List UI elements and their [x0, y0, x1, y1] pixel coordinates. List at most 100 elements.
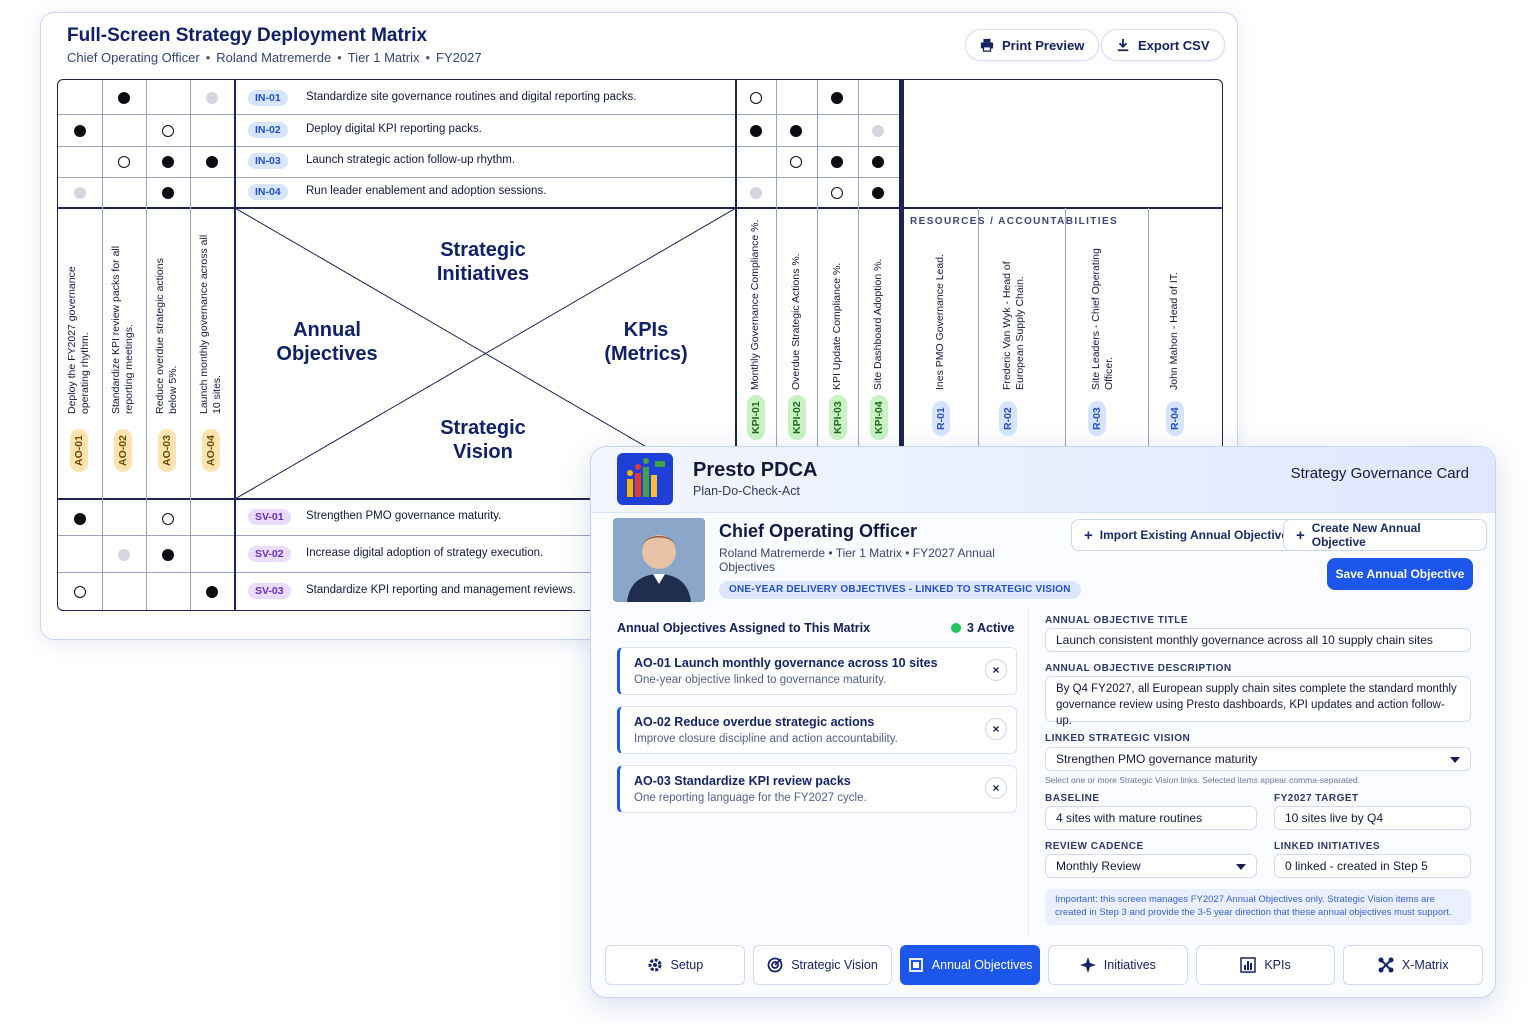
subtitle-separator: •	[337, 50, 342, 65]
nav-setup-label: Setup	[670, 958, 704, 972]
resource-tag: R-04	[1166, 401, 1184, 436]
profile-subtitle: Roland Matremerde • Tier 1 Matrix • FY20…	[719, 546, 995, 574]
avatar	[613, 518, 705, 602]
nav-annual-objectives-label: Annual Objectives	[931, 958, 1033, 972]
nav-annual-objectives[interactable]: Annual Objectives	[900, 945, 1041, 985]
vision-hint: Select one or more Strategic Vision link…	[1045, 775, 1360, 785]
create-objective-button[interactable]: + Create New Annual Objective	[1283, 519, 1487, 551]
remove-objective-icon[interactable]: ×	[985, 777, 1007, 799]
objective-text: Standardize KPI review packs for all rep…	[110, 245, 135, 414]
nav-x-matrix[interactable]: X-Matrix	[1343, 945, 1484, 985]
vision-text: Increase digital adoption of strategy ex…	[306, 547, 544, 559]
objectives-badge: ONE-YEAR DELIVERY OBJECTIVES - LINKED TO…	[719, 581, 1081, 599]
nav-x-matrix-label: X-Matrix	[1401, 958, 1449, 972]
objective-text: Deploy the FY2027 governance operating r…	[66, 266, 91, 414]
import-objective-label: Import Existing Annual Objective	[1099, 528, 1289, 542]
linked-vision-select[interactable]: Strengthen PMO governance maturity	[1045, 747, 1471, 771]
matrix-subtitle: Chief Operating Officer • Roland Matreme…	[67, 50, 482, 65]
vision-text: Strengthen PMO governance maturity.	[306, 510, 502, 522]
subtitle-year: FY2027	[436, 50, 482, 65]
save-objective-button[interactable]: Save Annual Objective	[1327, 558, 1473, 590]
objective-item-desc: One-year objective linked to governance …	[634, 674, 887, 686]
print-preview-button[interactable]: Print Preview	[965, 29, 1100, 61]
active-count-label: 3 Active	[967, 621, 1015, 635]
correlation-strong	[750, 125, 762, 137]
gear-icon	[648, 958, 661, 972]
cadence-field-label: REVIEW CADENCE	[1045, 841, 1144, 852]
quadrant-initiatives-label: Strategic Initiatives	[436, 239, 530, 285]
strategy-governance-card: Presto PDCA Plan-Do-Check-Act Strategy G…	[590, 446, 1496, 998]
nav-strategic-vision[interactable]: Strategic Vision	[752, 945, 893, 985]
brand-name: Presto PDCA	[693, 459, 818, 481]
initiative-text: Run leader enablement and adoption sessi…	[306, 185, 547, 197]
resource-text: Frederic Van Wyk - Head of European Supp…	[1001, 261, 1026, 390]
kpi-tag: KPI-03	[829, 395, 847, 440]
baseline-field-label: BASELINE	[1045, 793, 1100, 804]
correlation-medium	[162, 125, 174, 137]
export-csv-label: Export CSV	[1138, 37, 1210, 53]
target-field-label: FY2027 TARGET	[1274, 793, 1359, 804]
review-cadence-select[interactable]: Monthly Review	[1045, 854, 1257, 878]
matrix-title: Full-Screen Strategy Deployment Matrix	[67, 25, 428, 46]
nav-setup[interactable]: Setup	[605, 945, 745, 985]
nav-initiatives[interactable]: Initiatives	[1048, 945, 1188, 985]
correlation-strong	[831, 156, 843, 168]
baseline-input[interactable]: 4 sites with mature routines	[1045, 806, 1257, 830]
review-cadence-value: Monthly Review	[1056, 859, 1141, 873]
brand-subtitle: Plan-Do-Check-Act	[693, 484, 800, 498]
resources-heading: RESOURCES / ACCOUNTABILITIES	[910, 216, 1119, 227]
correlation-medium	[750, 92, 762, 104]
print-preview-label: Print Preview	[1002, 37, 1085, 53]
vision-tag: SV-03	[248, 583, 291, 599]
initiative-text: Launch strategic action follow-up rhythm…	[306, 154, 516, 166]
target-icon	[767, 957, 783, 973]
correlation-strong	[872, 187, 884, 199]
remove-objective-icon[interactable]: ×	[985, 718, 1007, 740]
chevron-down-icon	[1236, 864, 1246, 870]
objective-text: Launch monthly governance across all 10 …	[198, 234, 223, 414]
objective-item[interactable]: AO-01 Launch monthly governance across 1…	[617, 647, 1017, 695]
resource-tag: R-03	[1088, 401, 1106, 436]
export-csv-button[interactable]: Export CSV	[1101, 29, 1225, 61]
kpi-text: Site Dashboard Adoption %.	[872, 258, 884, 390]
objective-item[interactable]: AO-02 Reduce overdue strategic actions I…	[617, 706, 1017, 754]
profile-section: Chief Operating Officer Roland Matremerd…	[599, 515, 1487, 607]
correlation-strong	[118, 92, 130, 104]
vision-field-label: LINKED STRATEGIC VISION	[1045, 733, 1191, 744]
correlation-weak	[118, 549, 130, 561]
correlation-strong	[74, 513, 86, 525]
objective-item-title: AO-01 Launch monthly governance across 1…	[634, 656, 938, 670]
objective-item[interactable]: AO-03 Standardize KPI review packs One r…	[617, 765, 1017, 813]
quadrant-vision-label: Strategic Vision	[440, 417, 526, 463]
correlation-medium	[831, 187, 843, 199]
presto-logo-icon	[617, 453, 673, 505]
objective-form: ANNUAL OBJECTIVE TITLE Launch consistent…	[1045, 609, 1479, 934]
objective-tag: AO-01	[70, 429, 88, 472]
nav-kpis[interactable]: KPIs	[1195, 945, 1336, 985]
remove-objective-icon[interactable]: ×	[985, 659, 1007, 681]
quadrant-objectives-label: Annual Objectives	[276, 319, 378, 365]
linked-initiatives-label: LINKED INITIATIVES	[1274, 841, 1381, 852]
download-icon	[1117, 38, 1129, 52]
initiative-tag: IN-01	[248, 90, 288, 106]
correlation-strong	[831, 92, 843, 104]
card-kind-title: Strategy Governance Card	[1290, 465, 1469, 482]
resource-text: John Mahon - Head of IT.	[1168, 272, 1180, 390]
objective-tag: AO-03	[158, 429, 176, 472]
target-input[interactable]: 10 sites live by Q4	[1274, 806, 1471, 830]
nav-initiatives-label: Initiatives	[1103, 958, 1156, 972]
square-icon	[908, 958, 923, 972]
initiative-text: Deploy digital KPI reporting packs.	[306, 123, 482, 135]
vision-text: Standardize KPI reporting and management…	[306, 584, 576, 596]
vision-tag: SV-01	[248, 509, 291, 525]
correlation-strong	[162, 549, 174, 561]
sparkle-icon	[1079, 957, 1096, 973]
linked-initiatives-field[interactable]: 0 linked - created in Step 5	[1274, 854, 1471, 878]
objective-title-input[interactable]: Launch consistent monthly governance acr…	[1045, 628, 1471, 652]
objective-tag: AO-04	[202, 429, 220, 472]
import-objective-button[interactable]: + Import Existing Annual Objective	[1071, 519, 1302, 551]
initiative-tag: IN-02	[248, 122, 288, 138]
objective-description-textarea[interactable]: By Q4 FY2027, all European supply chain …	[1045, 676, 1471, 727]
card-header: Presto PDCA Plan-Do-Check-Act Strategy G…	[591, 447, 1495, 513]
correlation-weak	[74, 187, 86, 199]
